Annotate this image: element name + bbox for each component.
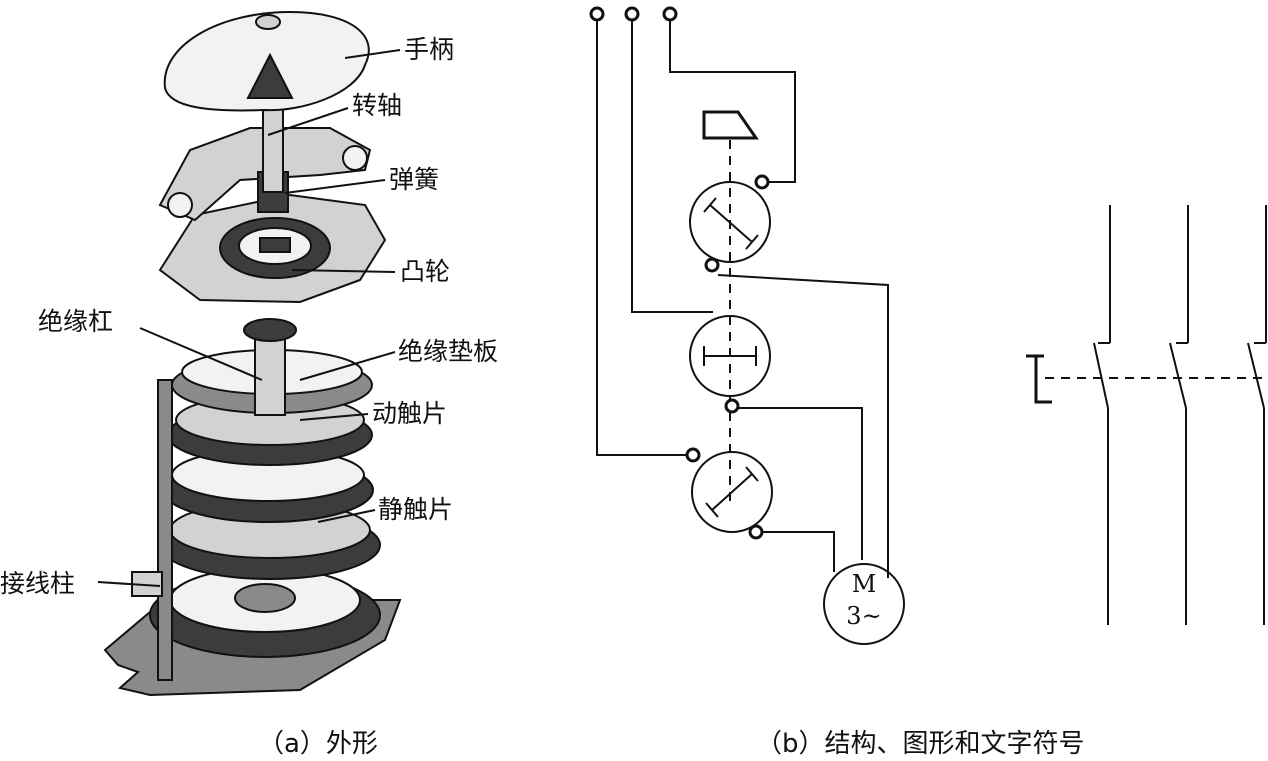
motor-label-m: M <box>852 570 877 598</box>
label-insulating-rod: 绝缘杠 <box>38 307 113 336</box>
caption-a: （a）外形 <box>258 729 378 759</box>
wire-m1 <box>717 274 889 578</box>
symbol-actuator-icon <box>1034 356 1052 404</box>
graphic-symbol <box>1026 205 1267 625</box>
label-handle: 手柄 <box>404 35 454 64</box>
wire-m2 <box>732 407 863 560</box>
wire-m3 <box>756 531 835 572</box>
terminal-post-shape <box>157 379 173 681</box>
switch-disc-3 <box>691 451 773 533</box>
label-shaft: 转轴 <box>352 91 402 120</box>
label-moving-contact: 动触片 <box>372 399 447 428</box>
wire-l3 <box>669 16 796 183</box>
insulating-rod-shape <box>254 329 286 416</box>
switch-disc-1 <box>689 181 771 263</box>
label-insulating-pad: 绝缘垫板 <box>398 337 498 366</box>
switch-disc-2 <box>689 315 771 397</box>
caption-b: （b）结构、图形和文字符号 <box>756 729 1085 759</box>
label-static-contact: 静触片 <box>378 495 453 524</box>
motor-label-phase: 3~ <box>846 602 881 630</box>
switch-illustration <box>103 10 402 697</box>
terminal-l3 <box>662 6 678 22</box>
rotary-operator-icon <box>702 110 759 140</box>
wire-l1 <box>596 16 693 456</box>
motor-symbol <box>823 563 905 645</box>
label-cam: 凸轮 <box>400 257 450 286</box>
circuit-structure <box>589 6 905 645</box>
terminal-l1 <box>589 6 605 22</box>
label-terminal-post: 接线柱 <box>0 569 75 598</box>
label-leaders <box>97 49 401 587</box>
label-spring: 弹簧 <box>389 165 439 194</box>
terminal-l2 <box>624 6 640 22</box>
wire-l2 <box>631 16 713 313</box>
